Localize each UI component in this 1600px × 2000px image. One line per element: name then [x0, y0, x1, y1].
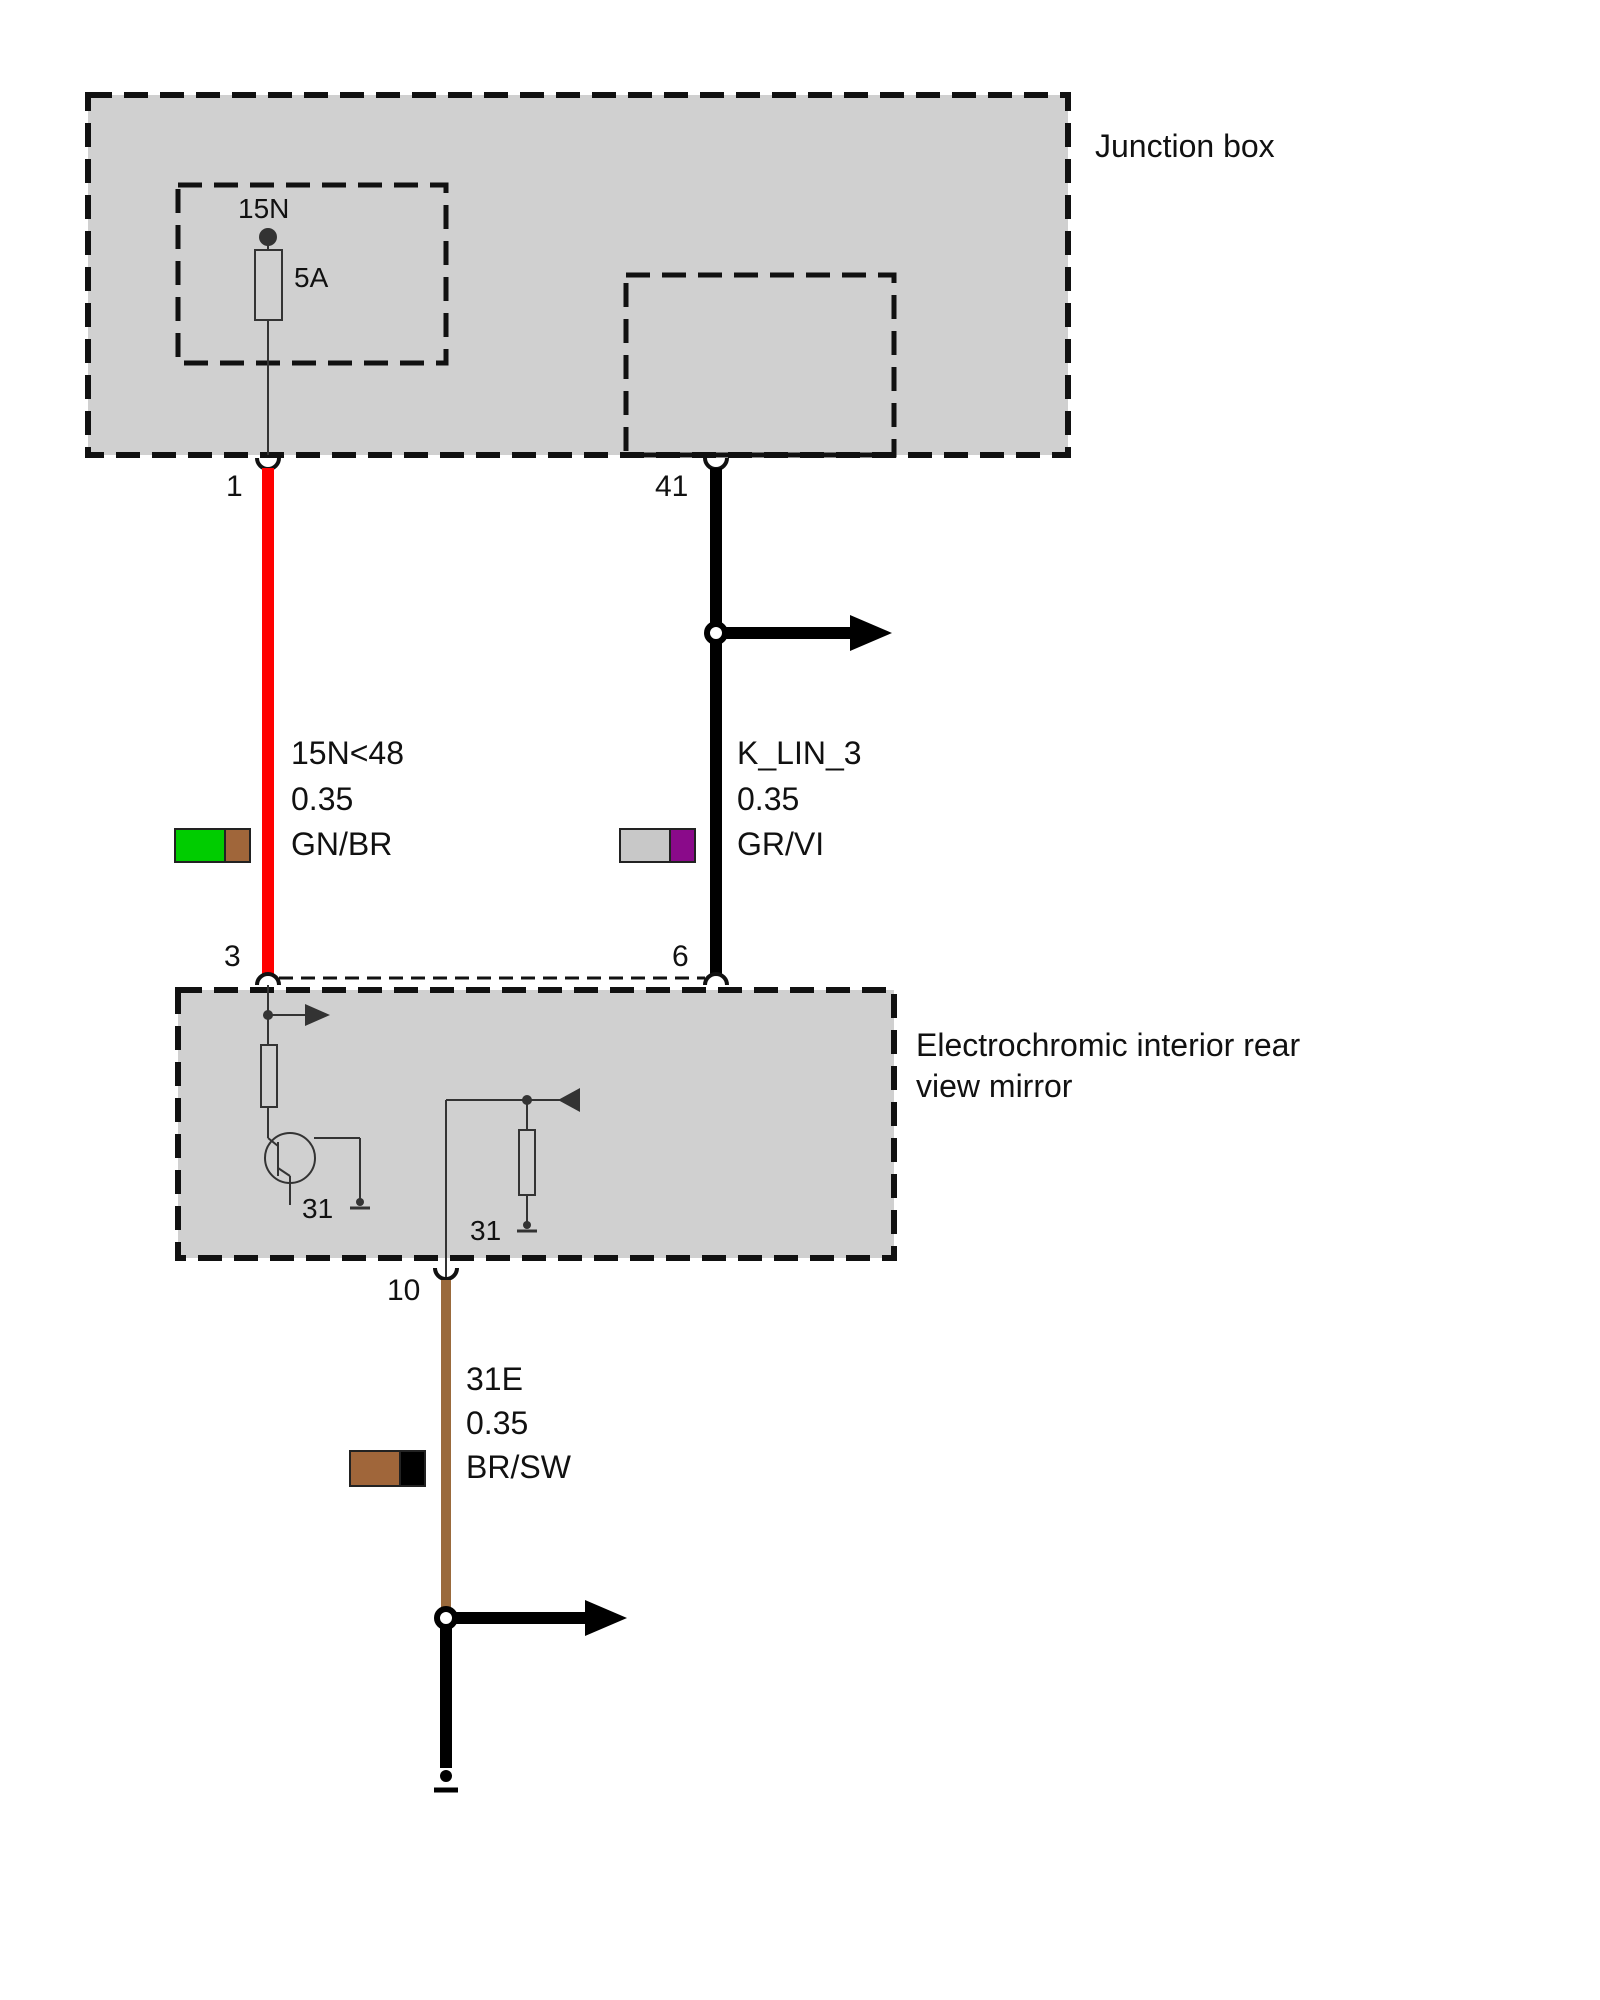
splice-k-lin-3 [704, 621, 728, 645]
wire-1-signal: 15N<48 [291, 735, 404, 771]
wire-1-swatch-secondary [224, 828, 251, 863]
fuse-rating-label: 5A [294, 262, 329, 293]
ground-point-icon [440, 1770, 452, 1782]
fuse-block [175, 182, 449, 366]
wire-3-swatch-secondary [399, 1450, 426, 1487]
splice-ground [434, 1606, 458, 1630]
pin-label-jb-1: 1 [226, 470, 243, 503]
wire-3-gauge: 0.35 [466, 1405, 528, 1441]
pin-label-mirror-6: 6 [672, 940, 689, 973]
continuation-arrow-icon [850, 615, 892, 651]
mirror-title-line-1: Electrochromic interior rear [916, 1027, 1300, 1063]
mirror-module [175, 987, 897, 1261]
wire-1-color-code: GN/BR [291, 826, 392, 862]
wire-3-color-code: BR/SW [466, 1449, 572, 1485]
connector-mirror-10 [433, 1267, 459, 1281]
pin-label-mirror-3: 3 [224, 940, 241, 973]
junction-box-title: Junction box [1095, 128, 1275, 164]
connector-jb-1 [255, 457, 281, 471]
pin-label-jb-41: 41 [655, 470, 688, 503]
wire-3-swatch-primary [349, 1450, 401, 1487]
wire-2-swatch-primary [619, 828, 671, 863]
wire-2-gauge: 0.35 [737, 781, 799, 817]
connector-mirror-3 [255, 972, 281, 986]
wire-2-color-code: GR/VI [737, 826, 824, 862]
pin-label-mirror-10: 10 [387, 1274, 420, 1307]
fuse-terminal-label: 15N [238, 193, 289, 224]
connector-mirror-6 [703, 972, 729, 986]
continuation-arrow-icon-2 [585, 1600, 627, 1636]
internal-arrow-icon [305, 1004, 330, 1026]
junction-box [85, 92, 1071, 458]
internal-input-arrow-icon [558, 1088, 580, 1112]
wire-2-swatch-secondary [669, 828, 696, 863]
ground-label-right: 31 [470, 1215, 501, 1246]
jb-lin-block [623, 272, 897, 458]
mirror-title-line-2: view mirror [916, 1068, 1073, 1104]
ground-label-left: 31 [302, 1193, 333, 1224]
connector-jb-41 [703, 457, 729, 471]
wire-2-signal: K_LIN_3 [737, 735, 862, 771]
wire-1-swatch-primary [174, 828, 226, 863]
wire-1-gauge: 0.35 [291, 781, 353, 817]
wire-3-signal: 31E [466, 1361, 523, 1397]
